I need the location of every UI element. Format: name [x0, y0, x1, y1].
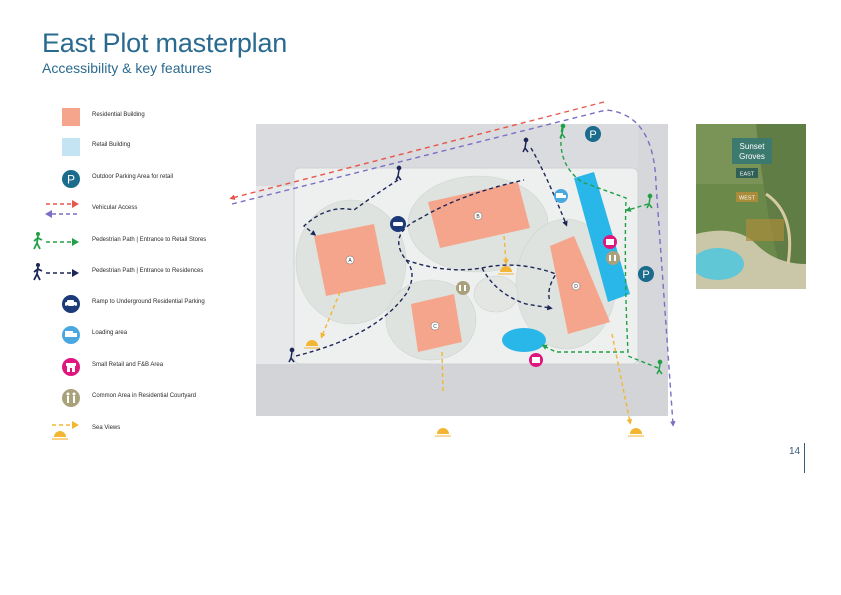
- locator-name-line1: Sunset: [740, 142, 766, 151]
- masterplan-map: A B C D P P: [229, 101, 676, 437]
- page-number: 14: [789, 446, 801, 457]
- shop-map-icon-north[interactable]: [603, 235, 617, 249]
- legend-item-loading: Loading area: [26, 322, 256, 348]
- site-locator-map: Sunset Groves EAST WEST: [696, 124, 806, 289]
- sunset-icon: [52, 431, 68, 440]
- legend-item-ramp: Ramp to Underground Residential Parking: [26, 291, 256, 317]
- shop-map-icon-south[interactable]: [529, 353, 543, 367]
- legend-label-sea: Sea Views: [92, 425, 121, 431]
- legend-item-ped-retail: Pedestrian Path | Entrance to Retail Sto…: [26, 229, 256, 255]
- sunset-icon-a: [304, 340, 320, 349]
- legend-item-ped-res: Pedestrian Path | Entrance to Residences: [26, 260, 256, 286]
- pedestrian-path-residences-west: [302, 179, 399, 236]
- pedestrian-figure-navy-north: [395, 165, 402, 181]
- legend-label-ped-retail: Pedestrian Path | Entrance to Retail Sto…: [92, 237, 207, 243]
- pedestrian-figure-green-east: [646, 193, 653, 209]
- legend-label-ramp: Ramp to Underground Residential Parking: [92, 299, 205, 305]
- pedestrian-path-retail-east: [625, 203, 649, 212]
- legend-item-small-retail: Small Retail and F&B Area: [26, 354, 256, 380]
- legend-item-vehicular: Vehicular Access: [26, 197, 256, 223]
- legend-label-parking: Outdoor Parking Area for retail: [92, 174, 174, 180]
- car-ramp-map-icon[interactable]: [390, 216, 406, 232]
- loading-truck-icon: [62, 326, 80, 344]
- pedestrian-residences-icon: [33, 263, 79, 281]
- legend-label-ped-res: Pedestrian Path | Entrance to Residences: [92, 268, 204, 274]
- building-c-label: C: [433, 324, 437, 330]
- legend-label-loading: Loading area: [92, 330, 128, 336]
- shop-icon: [62, 358, 80, 376]
- road-south: [256, 364, 668, 416]
- loading-map-icon[interactable]: [554, 189, 568, 203]
- page-subtitle: Accessibility & key features: [42, 60, 212, 76]
- parking-east-letter: P: [642, 269, 649, 281]
- legend-item-retail: Retail Building: [26, 134, 256, 160]
- locator-name-badge: [732, 138, 772, 164]
- family-map-icon-east[interactable]: [606, 251, 620, 265]
- pedestrian-path-residences-north: [530, 147, 568, 227]
- sunset-icon-c: [435, 428, 451, 437]
- building-b-label: B: [476, 214, 480, 220]
- building-c[interactable]: C: [411, 294, 462, 352]
- retail-pool: [502, 328, 546, 352]
- pedestrian-retail-icon: [33, 232, 79, 250]
- legend-item-residential: Residential Building: [26, 104, 256, 130]
- family-map-icon-center[interactable]: [456, 281, 470, 295]
- pedestrian-path-residences: [295, 179, 558, 357]
- legend-item-sea: Sea Views: [26, 417, 256, 443]
- retail-building[interactable]: [574, 172, 630, 302]
- legend-item-parking: P Outdoor Parking Area for retail: [26, 166, 256, 192]
- legend-label-residential: Residential Building: [92, 112, 145, 118]
- legend-label-small-retail: Small Retail and F&B Area: [92, 362, 164, 368]
- page-title: East Plot masterplan: [42, 28, 288, 58]
- building-d[interactable]: D: [550, 236, 610, 334]
- pedestrian-figure-green-south: [656, 359, 663, 375]
- building-a[interactable]: A: [314, 224, 386, 296]
- parking-north-letter: P: [589, 129, 596, 141]
- pedestrian-path-retail-south: [627, 355, 659, 369]
- pedestrian-figure-green-north: [559, 123, 566, 139]
- locator-east-label: EAST: [740, 172, 755, 178]
- legend-label-common: Common Area in Residential Courtyard: [92, 393, 197, 399]
- residential-swatch-icon: [62, 108, 80, 126]
- legend-label-retail: Retail Building: [92, 142, 131, 148]
- parking-letter: P: [67, 173, 75, 187]
- vehicular-access-arrows-icon: [45, 200, 79, 218]
- sunset-icon-d: [628, 428, 644, 437]
- pedestrian-figure-navy-west: [288, 347, 295, 363]
- parking-north-icon[interactable]: P: [585, 126, 601, 142]
- family-icon: [62, 389, 80, 407]
- sea-view-arrow-b: [502, 235, 509, 265]
- car-ramp-icon: [62, 295, 80, 313]
- vehicular-access-purple: [231, 109, 676, 427]
- vehicular-access-red: [229, 101, 605, 201]
- building-a-label: A: [348, 258, 352, 264]
- sea-view-arrow-icon: [52, 421, 79, 429]
- locator-west-label: WEST: [739, 196, 756, 202]
- sea-view-arrow-c: [441, 351, 444, 395]
- building-b[interactable]: B: [428, 182, 530, 248]
- building-d-label: D: [574, 284, 578, 290]
- legend-item-common: Common Area in Residential Courtyard: [26, 385, 256, 411]
- parking-icon: P: [62, 170, 80, 188]
- legend-label-vehicular: Vehicular Access: [92, 205, 138, 211]
- pedestrian-path-retail: [541, 127, 629, 353]
- pedestrian-figure-navy-ne: [522, 137, 529, 153]
- sea-view-arrow-d: [611, 333, 633, 425]
- sunset-icon-b: [498, 266, 514, 275]
- sea-view-arrow-a: [320, 291, 341, 339]
- retail-swatch-icon: [62, 138, 80, 156]
- page-number-rule: [804, 443, 805, 473]
- locator-name-line2: Groves: [739, 152, 765, 161]
- parking-east-icon[interactable]: P: [638, 266, 654, 282]
